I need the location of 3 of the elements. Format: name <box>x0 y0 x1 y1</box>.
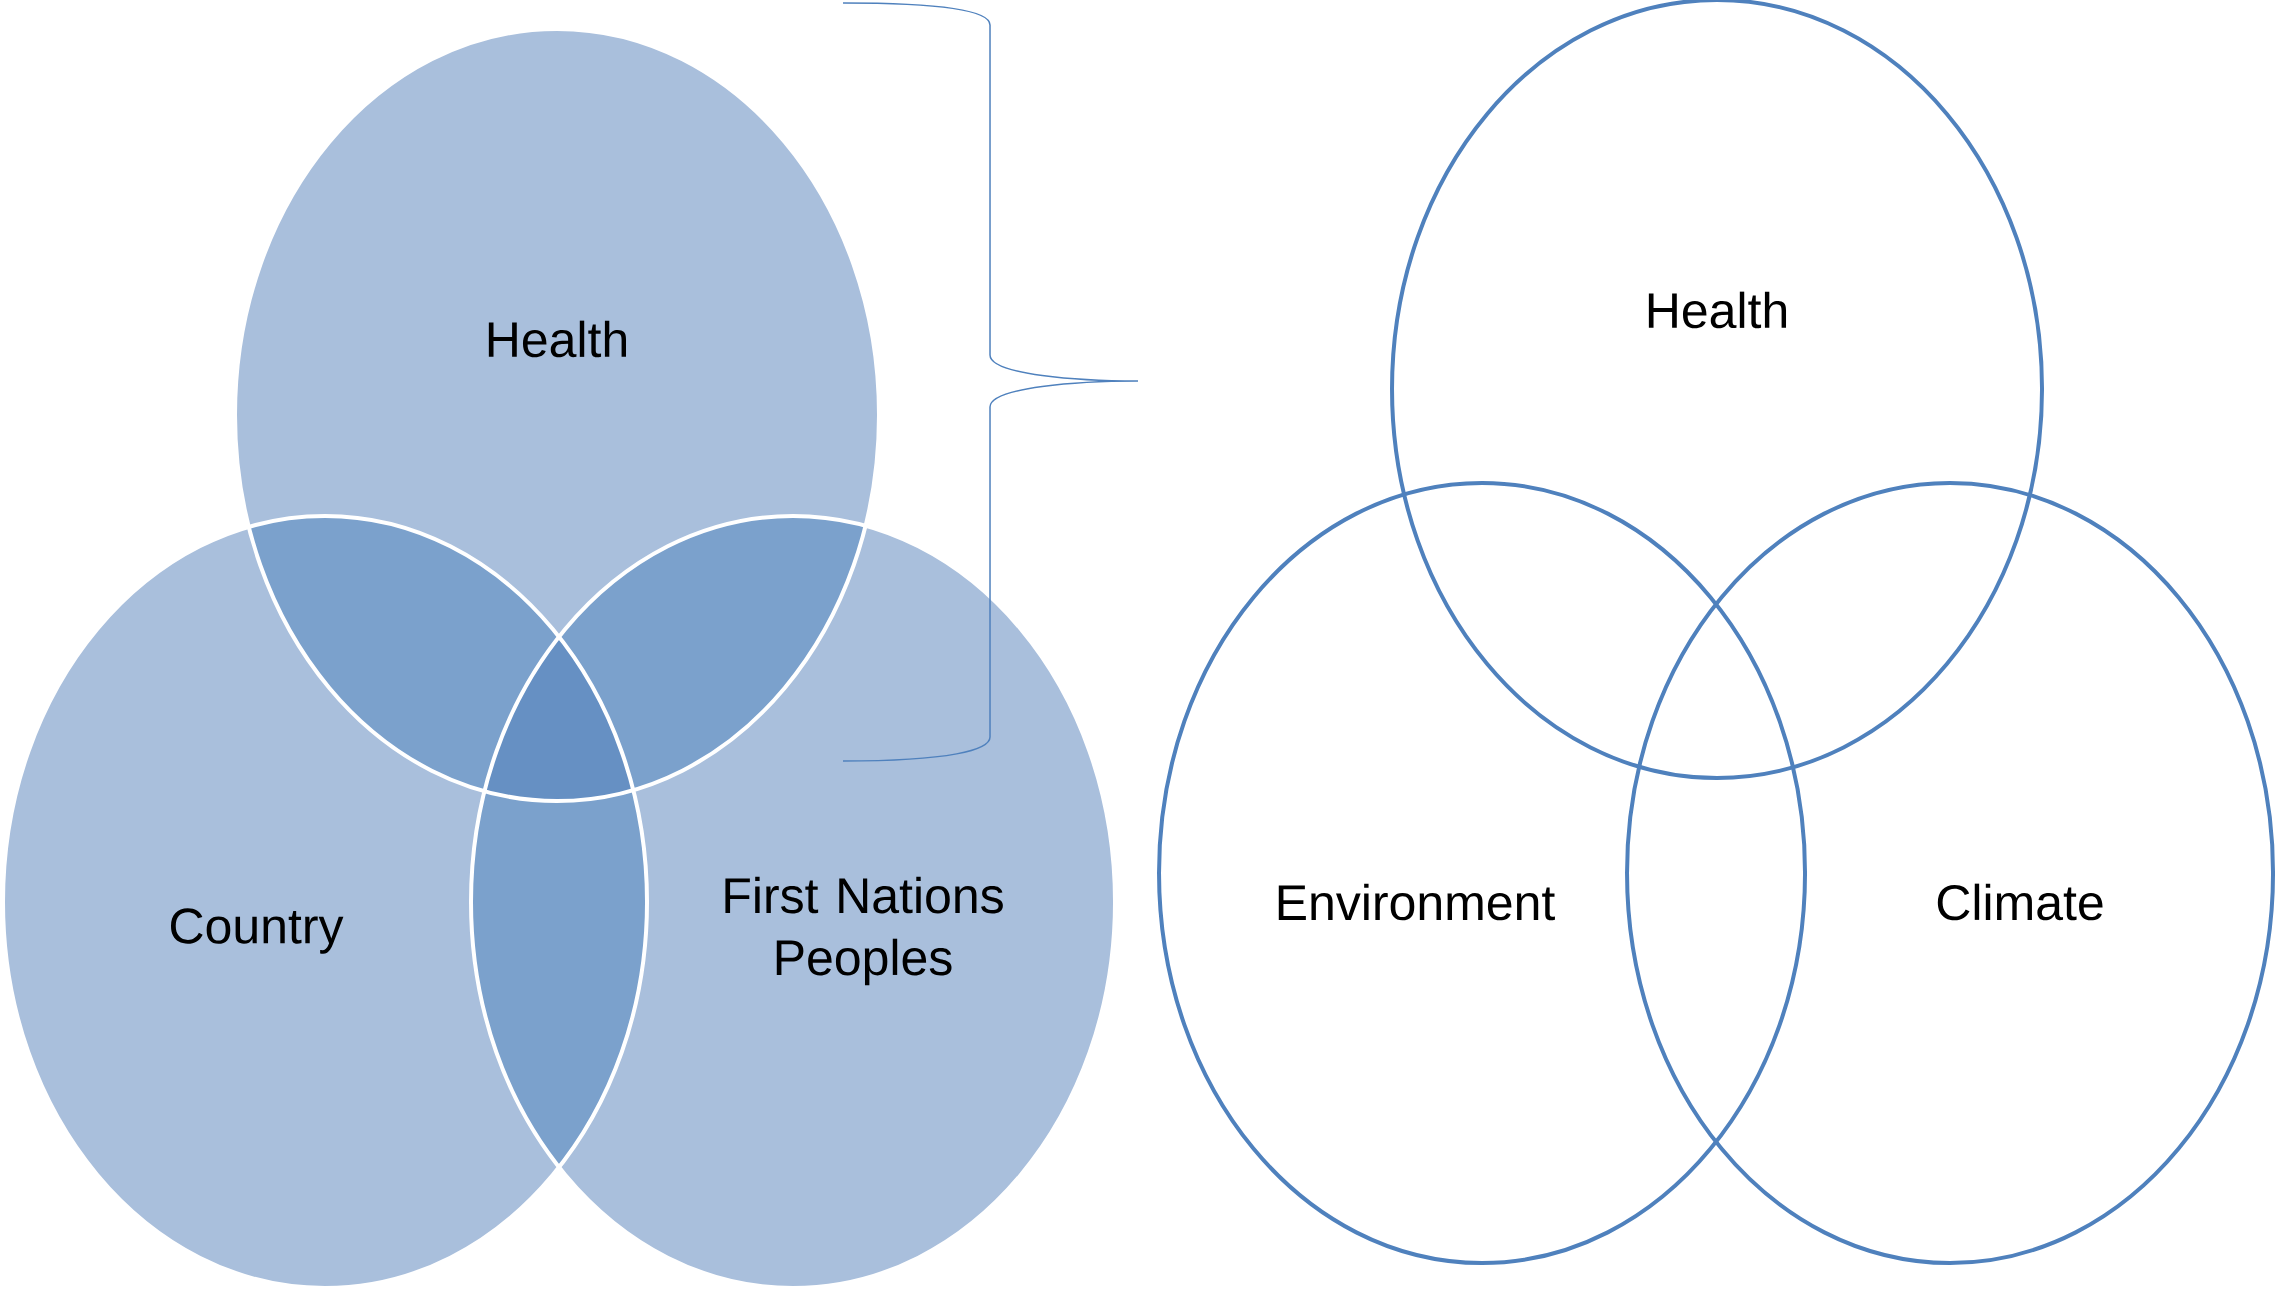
node-label: Country <box>171 908 344 954</box>
node-label: Health <box>488 320 626 358</box>
node-label: First Nations Peoples <box>725 876 1003 986</box>
